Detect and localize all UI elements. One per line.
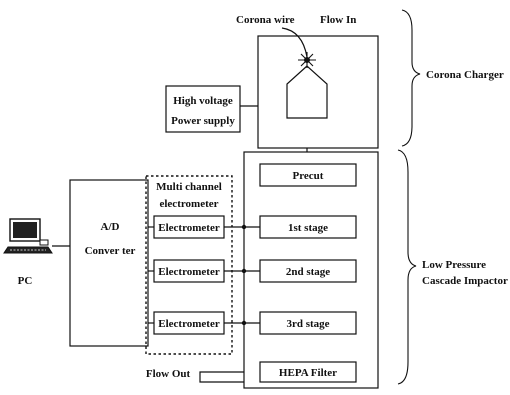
flow-in-label: Flow In <box>320 14 356 26</box>
electrometer-label: Electrometer <box>158 318 220 330</box>
charger-box <box>257 35 379 149</box>
ad-converter-line2: Conver ter <box>85 245 136 257</box>
impactor-stage-box <box>259 163 357 187</box>
corona-discharge-icon <box>298 52 316 68</box>
electrometer-group-line1: Multi channel <box>156 181 222 193</box>
impactor-stage-label: 3rd stage <box>286 318 329 330</box>
hv-supply-line2: Power supply <box>171 115 235 127</box>
impactor-stage-label: 1st stage <box>288 222 328 234</box>
stage-connection <box>224 224 260 230</box>
impactor-brace <box>397 149 417 385</box>
charger-brace <box>401 9 421 147</box>
electrometer-label: Electrometer <box>158 266 220 278</box>
charging-chamber <box>286 65 328 119</box>
impactor-label-line2: Cascade Impactor <box>422 275 508 287</box>
impactor-label-line1: Low Pressure <box>422 259 486 271</box>
stage-connection <box>224 320 260 326</box>
flow-out-label: Flow Out <box>146 368 191 380</box>
computer-icon <box>3 218 53 254</box>
electrometer-label: Electrometer <box>158 222 220 234</box>
impactor-stage-label: Precut <box>293 170 324 182</box>
impactor-stage-label: 2nd stage <box>286 266 330 278</box>
ad-converter-box <box>69 179 149 347</box>
hepa-filter-box <box>259 361 357 383</box>
electrometer-group-line2: electrometer <box>159 198 218 210</box>
flow-out-pipe <box>199 371 244 383</box>
corona-wire-label: Corona wire <box>236 14 295 26</box>
ad-converter-line1: A/D <box>101 221 120 233</box>
hv-supply-line1: High voltage <box>173 95 233 107</box>
corona-wire <box>281 27 308 58</box>
pc-label: PC <box>18 275 33 287</box>
stage-connection <box>224 268 260 274</box>
hepa-filter-label: HEPA Filter <box>279 367 337 379</box>
high-voltage-supply-box <box>165 85 241 133</box>
corona-charger-label: Corona Charger <box>426 69 504 81</box>
electrometer-group-boundary <box>145 175 233 355</box>
